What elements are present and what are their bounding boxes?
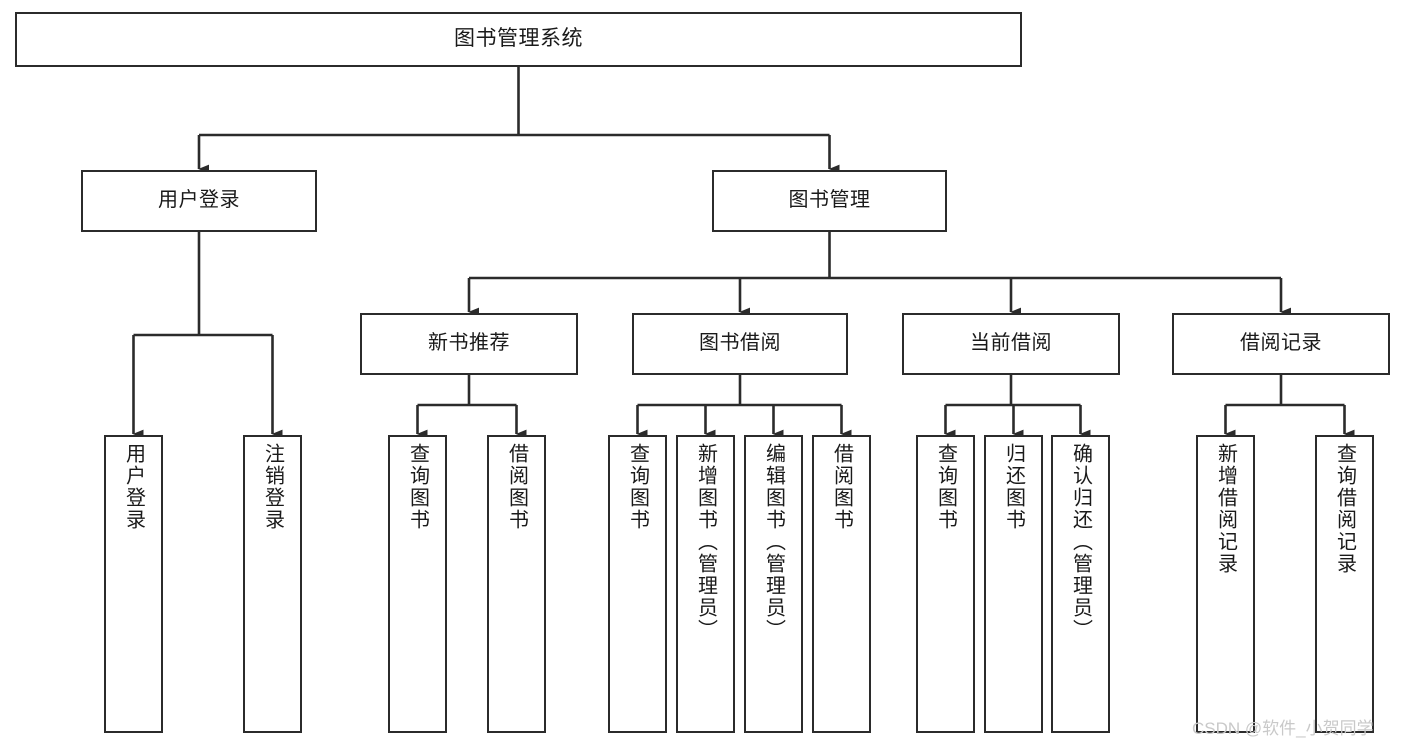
node-book-borrowing[interactable]: 图书借阅 <box>632 313 848 375</box>
node-label: 借阅图书 <box>505 443 528 531</box>
leaf-logout[interactable]: 注销登录 <box>243 435 302 733</box>
node-label: 用户登录 <box>158 189 240 212</box>
node-label: 借阅记录 <box>1240 332 1322 355</box>
leaf-query-borrow-record[interactable]: 查询借阅记录 <box>1315 435 1374 733</box>
leaf-add-book-admin[interactable]: 新增图书（管理员） <box>676 435 735 733</box>
node-label: 确认归还（管理员） <box>1069 443 1092 641</box>
node-current-borrowing[interactable]: 当前借阅 <box>902 313 1120 375</box>
node-label: 图书借阅 <box>699 332 781 355</box>
node-label: 查询借阅记录 <box>1333 443 1356 575</box>
leaf-query-book-3[interactable]: 查询图书 <box>916 435 975 733</box>
leaf-user-login[interactable]: 用户登录 <box>104 435 163 733</box>
edge-paths <box>132 67 1355 439</box>
leaf-edit-book-admin[interactable]: 编辑图书（管理员） <box>744 435 803 733</box>
node-label: 注销登录 <box>261 443 284 531</box>
node-label: 新增图书（管理员） <box>694 443 717 641</box>
node-label: 归还图书 <box>1002 443 1025 531</box>
leaf-add-borrow-record[interactable]: 新增借阅记录 <box>1196 435 1255 733</box>
leaf-borrow-book-1[interactable]: 借阅图书 <box>487 435 546 733</box>
node-borrowing-records[interactable]: 借阅记录 <box>1172 313 1390 375</box>
node-label: 用户登录 <box>122 443 145 531</box>
node-label: 新增借阅记录 <box>1214 443 1237 575</box>
leaf-return-book[interactable]: 归还图书 <box>984 435 1043 733</box>
node-label: 图书管理 <box>788 189 871 212</box>
node-book-management[interactable]: 图书管理 <box>712 170 947 232</box>
node-label: 查询图书 <box>626 443 649 531</box>
node-label: 新书推荐 <box>428 332 510 355</box>
leaf-borrow-book-2[interactable]: 借阅图书 <box>812 435 871 733</box>
node-label: 当前借阅 <box>970 332 1052 355</box>
node-label: 编辑图书（管理员） <box>762 443 785 641</box>
node-label: 图书管理系统 <box>454 27 583 51</box>
leaf-query-book-2[interactable]: 查询图书 <box>608 435 667 733</box>
csdn-watermark: CSDN @软件_小贺同学 <box>1192 719 1374 738</box>
node-root-system[interactable]: 图书管理系统 <box>15 12 1022 67</box>
leaf-query-book-1[interactable]: 查询图书 <box>388 435 447 733</box>
node-label: 查询图书 <box>934 443 957 531</box>
node-label: 借阅图书 <box>830 443 853 531</box>
leaf-confirm-return-admin[interactable]: 确认归还（管理员） <box>1051 435 1110 733</box>
node-label: 查询图书 <box>406 443 429 531</box>
node-user-login[interactable]: 用户登录 <box>81 170 317 232</box>
node-new-book-recommendation[interactable]: 新书推荐 <box>360 313 578 375</box>
